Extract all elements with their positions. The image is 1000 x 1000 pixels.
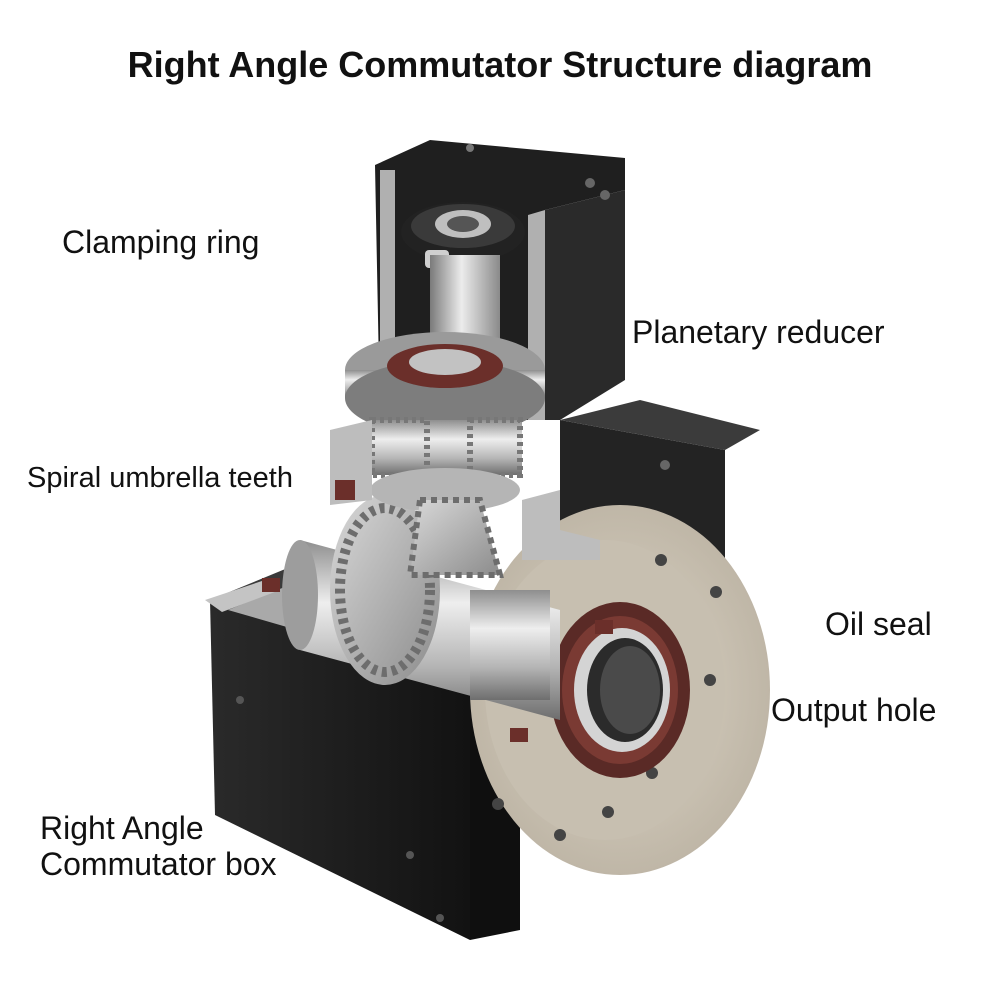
page-title: Right Angle Commutator Structure diagram <box>127 44 873 85</box>
clamping-ring <box>401 202 525 268</box>
oil-seal-accents <box>262 480 613 742</box>
output-hole <box>587 638 663 742</box>
label-clamping-ring: Clamping ring <box>62 224 260 260</box>
label-commutator-box: Right Angle Commutator box <box>40 810 277 882</box>
label-output-hole: Output hole <box>771 692 937 728</box>
label-commutator-box-line1: Right Angle <box>40 810 204 846</box>
label-planetary-reducer: Planetary reducer <box>632 314 885 350</box>
spiral-bevel-pinion <box>406 497 504 578</box>
label-commutator-box-line2: Commutator box <box>40 846 277 882</box>
cutaway-section-faces <box>205 420 600 612</box>
label-spiral-umbrella-teeth: Spiral umbrella teeth <box>27 462 293 494</box>
spiral-bevel-crown-gear <box>330 495 440 685</box>
label-oil-seal: Oil seal <box>825 606 932 642</box>
planet-gear-carrier <box>369 417 523 512</box>
